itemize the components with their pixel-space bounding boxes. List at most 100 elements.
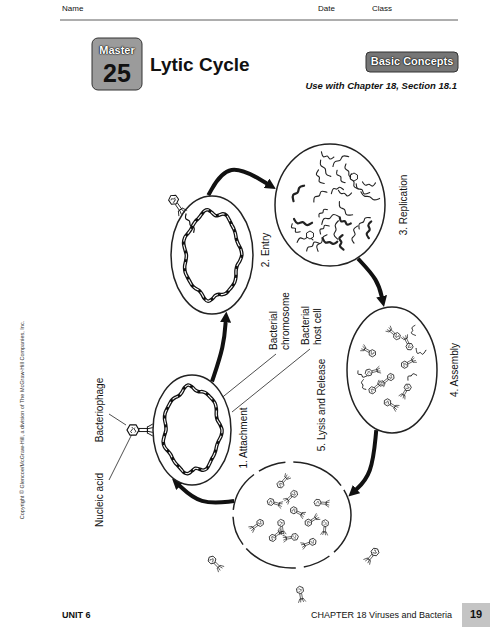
cell-outline bbox=[152, 374, 232, 486]
form-field: Date bbox=[318, 4, 335, 14]
phage bbox=[367, 380, 383, 395]
footer-chapter: CHAPTER 18 Viruses and Bacteria bbox=[311, 610, 452, 621]
part-label: Bacterial chromosome bbox=[268, 286, 292, 350]
cycle-arrow bbox=[354, 430, 376, 491]
phage bbox=[401, 334, 414, 351]
phage bbox=[363, 546, 380, 564]
phage bbox=[399, 382, 413, 399]
phage bbox=[206, 554, 224, 572]
section-badge: Basic Concepts bbox=[371, 55, 454, 68]
dna-strand bbox=[319, 209, 327, 217]
phage bbox=[127, 424, 153, 436]
bacterial-cell: 4. Assembly bbox=[346, 306, 438, 434]
phage bbox=[400, 356, 417, 370]
dna-strand bbox=[337, 170, 346, 182]
dna-strand bbox=[359, 218, 371, 229]
phage bbox=[282, 533, 298, 543]
section-badge-box bbox=[366, 52, 458, 72]
phage bbox=[266, 497, 283, 508]
part-label: Nucleic acid bbox=[94, 473, 106, 527]
dna-strand bbox=[294, 219, 312, 225]
dna-strand bbox=[321, 152, 333, 159]
cycle-arrow bbox=[178, 484, 234, 503]
footer-unit: UNIT 6 bbox=[62, 610, 91, 621]
phage bbox=[296, 586, 306, 603]
phage bbox=[283, 489, 299, 505]
dna-strand bbox=[361, 380, 365, 390]
phage bbox=[300, 537, 317, 549]
part-label: Bacterial host cell bbox=[300, 295, 324, 345]
cell-contents bbox=[291, 152, 379, 252]
dna-strand bbox=[334, 221, 338, 239]
chromosome-strand bbox=[163, 385, 222, 474]
dna-strand bbox=[320, 225, 329, 234]
dna-strand bbox=[340, 217, 351, 224]
cycle-arrow bbox=[212, 319, 226, 381]
phage-head bbox=[351, 173, 358, 181]
leader-line bbox=[109, 434, 132, 480]
phage bbox=[248, 518, 265, 533]
cell-wall bbox=[171, 196, 253, 314]
dna-strand bbox=[338, 190, 351, 196]
dna-strand bbox=[293, 186, 304, 201]
dna-strand bbox=[352, 226, 358, 243]
dna-strand bbox=[339, 235, 343, 249]
bacterial-cell: 5. Lysis and Release bbox=[232, 461, 352, 569]
dna-strand bbox=[408, 374, 417, 380]
cell-wall bbox=[153, 375, 231, 485]
cell-contents bbox=[358, 325, 426, 411]
page-number: 19 bbox=[470, 608, 482, 621]
dna-strand bbox=[356, 184, 370, 194]
phage bbox=[289, 505, 306, 518]
phage bbox=[275, 473, 291, 489]
cycle-arrow bbox=[208, 170, 269, 195]
phage bbox=[364, 366, 381, 377]
injected-dna bbox=[185, 213, 194, 232]
badge-word: Master bbox=[99, 44, 134, 57]
usage-note: Use with Chapter 18, Section 18.1 bbox=[305, 80, 457, 91]
worksheet-title: Lytic Cycle bbox=[150, 54, 250, 77]
phage bbox=[167, 193, 187, 216]
stage-label: 1. Attachment bbox=[238, 407, 250, 468]
dna-strand bbox=[291, 224, 300, 233]
dna-strand bbox=[416, 348, 426, 354]
dna-strand bbox=[362, 182, 375, 186]
bacterial-cell: 2. Entry bbox=[170, 195, 254, 315]
phage bbox=[386, 326, 402, 342]
master-number: 25 bbox=[103, 58, 131, 88]
phage bbox=[360, 344, 377, 358]
cycle-arrow bbox=[358, 259, 382, 299]
header-rule bbox=[60, 20, 458, 21]
phage bbox=[383, 397, 400, 411]
dna-strand bbox=[314, 191, 327, 202]
leader-line bbox=[109, 414, 126, 425]
chromosome-strand bbox=[184, 210, 242, 301]
cell-contents bbox=[163, 385, 222, 474]
phage bbox=[314, 499, 330, 508]
dna-strand bbox=[367, 222, 372, 239]
leader-line bbox=[232, 349, 310, 412]
cell-wall bbox=[275, 144, 385, 266]
stage-label: 2. Entry bbox=[260, 233, 272, 267]
cell-contents bbox=[167, 193, 242, 301]
dna-strand bbox=[323, 238, 338, 244]
bacterial-cell: 1. Attachment bbox=[152, 374, 232, 486]
master-badge bbox=[92, 38, 142, 90]
form-field: Class bbox=[372, 4, 392, 14]
page-number-box bbox=[462, 603, 490, 627]
bacterial-chromosome bbox=[184, 210, 242, 301]
copyright-note: Copyright © Glencoe/McGraw-Hill, a divis… bbox=[19, 321, 26, 519]
part-label: Bacteriophage bbox=[94, 378, 106, 443]
cell-outline bbox=[274, 143, 386, 267]
dna-strand bbox=[358, 371, 367, 377]
cell-wall bbox=[233, 462, 351, 568]
phage-head bbox=[307, 231, 314, 239]
phage bbox=[303, 513, 320, 527]
cell-contents bbox=[248, 473, 329, 549]
phage bbox=[277, 519, 286, 535]
cell-outline bbox=[232, 461, 352, 569]
dna-strand bbox=[322, 215, 339, 225]
cell-wall bbox=[347, 307, 437, 433]
dna-strand bbox=[316, 170, 324, 183]
